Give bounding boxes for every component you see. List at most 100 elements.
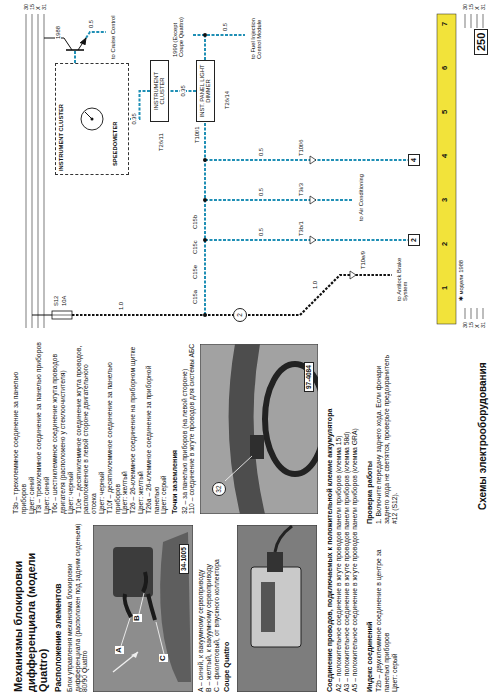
body-text: B – желтый, к вакуумному сервоприводу <box>205 522 213 692</box>
drawing-circle <box>203 33 207 37</box>
body-text: Цвет: черный <box>67 342 75 514</box>
drawing-rect <box>267 552 283 572</box>
drawing-circle <box>203 198 207 202</box>
fuse-symbol <box>52 311 72 319</box>
body-text: T6c – шестиклеммное соединение жгута про… <box>51 342 67 514</box>
connector-marks <box>310 156 356 279</box>
component-box: INSTRUMENT CLUSTER <box>150 60 169 122</box>
drawing-line <box>483 14 484 28</box>
body-text: Цвет: синий <box>43 342 51 514</box>
drawing-line <box>26 14 27 328</box>
component-outline: INSTRUMENT CLUSTERSPEEDOMETER <box>55 63 129 175</box>
section-heading: Соединение проводов, подключаемых к поло… <box>326 352 334 692</box>
text-column: T3b – трехклеммное соединение за панелью… <box>12 342 196 514</box>
body-text: A3 – положительное соединение в жгуте пр… <box>343 352 351 692</box>
node-text: INST. PANEL LIGHT DIMMER <box>199 63 212 119</box>
body-text: A2 – положительное соединение в жгуте пр… <box>335 352 343 692</box>
reference-box: 4 <box>408 154 420 166</box>
wire-label: to Fuel Injection Control Module <box>250 2 263 60</box>
text-column: Проверка работы1. Включите передачу задн… <box>363 352 399 524</box>
text-column: A – синий, к вакуумному сервоприводуB – … <box>197 522 233 692</box>
page-title: Механизмы блокировки дифференциала (моде… <box>12 522 50 692</box>
text-column: Индекс соединенийT2b – двухклеммное соед… <box>363 532 399 692</box>
drawing-circle <box>203 238 207 242</box>
bus-terminal: 31 <box>480 322 486 328</box>
body-text: C – фиолетовый, от впускного коллектора <box>213 522 221 692</box>
node-text: 2 <box>409 235 419 245</box>
speedometer-gauge <box>81 108 103 130</box>
drawing-path <box>205 239 408 241</box>
drawing-rect <box>93 525 193 692</box>
fuse-wire <box>32 315 52 316</box>
drawing-line <box>156 622 164 654</box>
node-text: 97-4084 <box>305 365 313 389</box>
branch-wires <box>75 32 408 315</box>
wire-label: 1988 <box>55 25 61 40</box>
drawing-path <box>148 594 155 620</box>
drawing-line <box>66 49 84 51</box>
photo-image <box>237 525 317 692</box>
drawing-path <box>143 572 146 592</box>
body-text: 1. Включите передачу заднего хода. Если … <box>375 352 398 524</box>
section-heading: Точки заземления <box>171 342 179 514</box>
body-text: T3i – трехклеммное соединение за панелью… <box>35 342 43 514</box>
wire-label: 0.35 <box>131 112 137 125</box>
text-column: Соединение проводов, подключаемых к поло… <box>323 352 359 692</box>
wire-label: 0.5 <box>258 227 264 237</box>
drawing-path <box>275 526 292 552</box>
bus-terminal: 31 <box>480 4 486 10</box>
wire-label: S12 <box>53 295 59 307</box>
wire-label: T10e/9 <box>360 250 366 270</box>
wire-label: C15b <box>192 214 198 230</box>
body-text: T26 – 26-клеммное соединение на приборно… <box>129 342 137 514</box>
callout-letter: B <box>133 614 142 622</box>
bus-terminal: 31 <box>41 4 47 10</box>
wire-label: T26/11 <box>158 132 164 152</box>
transistor-symbol <box>44 38 86 50</box>
node-text: 34-1005 <box>180 547 188 571</box>
wire-label: 0.5 <box>222 22 228 32</box>
body-text: Цвет: желтый <box>121 342 129 514</box>
wire-label: T10f/1 <box>194 126 200 144</box>
drawing-path <box>113 652 138 672</box>
page-number: 250 <box>474 29 488 55</box>
wire-label: to Antilock Brake System <box>396 245 409 302</box>
photo-control-unit <box>237 525 317 692</box>
drawing-path <box>204 122 206 315</box>
wire-label: C15a <box>192 289 198 305</box>
current-track-bar <box>437 14 456 324</box>
node-text: 2 <box>234 309 246 321</box>
drawing-path <box>310 236 316 244</box>
reference-box: 2 <box>408 234 420 246</box>
drawing-line <box>471 308 472 319</box>
section-heading: Проверка работы <box>366 352 374 524</box>
main-wire <box>72 275 392 315</box>
drawing-line <box>38 14 39 328</box>
drawing-path <box>205 199 352 201</box>
wire-label: 0.35 <box>180 84 186 97</box>
drawing-line <box>139 593 144 614</box>
wire-label: T3i/3 <box>298 182 304 197</box>
wire-label: ✱ модели 1988 <box>458 259 464 302</box>
track-number: 1 <box>441 286 449 290</box>
callout-letter: A <box>115 646 124 654</box>
wire-label: 1.0 <box>118 301 124 311</box>
callout-letter: C <box>159 654 168 662</box>
track-number: 4 <box>441 154 449 158</box>
drawing-rect <box>200 344 318 514</box>
drawing-rect <box>93 525 193 692</box>
photo-image <box>93 525 193 692</box>
wire-label: C15c <box>192 239 198 255</box>
track-number: 7 <box>441 22 449 26</box>
drawing-line <box>78 38 86 50</box>
node-text: 32 <box>213 483 225 495</box>
drawing-path <box>131 652 138 658</box>
wire-label: 0.5 <box>88 19 94 29</box>
section-heading: Расположение элементов <box>54 522 64 692</box>
drawing-circle <box>203 313 207 317</box>
body-text: T10f – десятиклеммное соединение за пане… <box>106 342 122 514</box>
wire-label: T10f/6 <box>298 139 304 157</box>
fuse-element <box>52 315 72 316</box>
drawing-line <box>64 38 72 50</box>
drawing-ellipse <box>265 364 318 474</box>
